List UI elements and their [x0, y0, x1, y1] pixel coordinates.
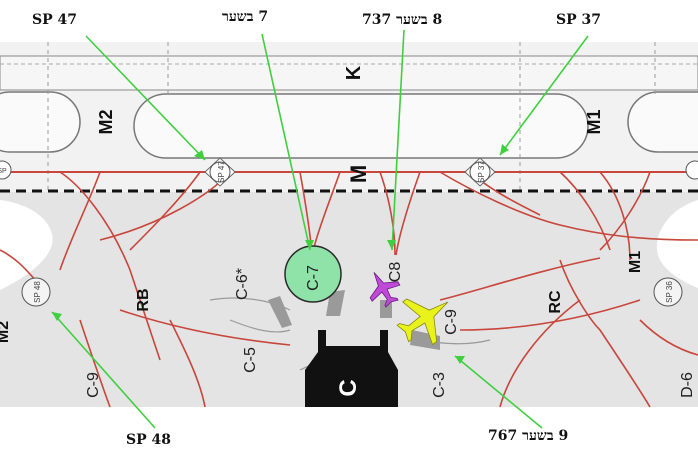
spot-marker-right: SP 36 [653, 277, 683, 307]
stand-label-d6: D-6 [679, 372, 696, 398]
terminal-c [305, 330, 398, 407]
taxiway-label-rb: RB [135, 288, 152, 311]
apron-cutout-right [656, 200, 698, 288]
callout-sp47: SP 47 [32, 12, 77, 28]
taxi-lines [0, 171, 698, 408]
spot-marker-sp48: SP 48 [21, 277, 51, 307]
svg-text:SP 48: SP 48 [33, 281, 42, 303]
taxiway-label-m: M [346, 165, 371, 183]
spot-marker-sp37: SP 37 [464, 157, 496, 187]
stand-label-c9: C-9 [443, 309, 460, 335]
plane-767-icon [396, 298, 449, 346]
svg-text:SP 47: SP 47 [217, 161, 226, 183]
stand-label-c5: C-5 [242, 347, 259, 373]
callout-gate7: 7 בשער [222, 9, 269, 25]
stand-label-c7: C-7 [305, 265, 322, 291]
stand-label-c9-edge: C-9 [85, 372, 102, 398]
island-m1 [627, 91, 698, 153]
callout-sp37: SP 37 [556, 12, 601, 28]
taxiway-label-m2-edge: M2 [0, 321, 12, 343]
callout-gate8: 8 בשער 737 [362, 12, 443, 28]
spot-marker-left-edge: SP [0, 160, 12, 180]
gate-7-highlight [284, 245, 342, 303]
apron-area [0, 192, 698, 407]
svg-text:SP 36: SP 36 [665, 281, 674, 303]
taxiway-label-m1: M1 [584, 109, 604, 134]
taxiway-k-band [0, 55, 698, 91]
taxiway-label-k: K [343, 65, 365, 80]
stand-label-c8: C8 [387, 262, 404, 283]
island-m [133, 93, 589, 159]
callout-arrowheads [52, 144, 509, 364]
callout-sp48: SP 48 [126, 432, 171, 448]
svg-text:SP: SP [0, 168, 7, 175]
stand-label-c3: C-3 [431, 372, 448, 398]
taxiway-label-m1-lower: M1 [627, 251, 644, 273]
island-m2 [0, 91, 81, 153]
terminal-c-label: C [335, 379, 362, 396]
callout-leaders [51, 29, 589, 429]
spot-marker-right-edge [685, 160, 698, 180]
taxiway-label-m2: M2 [96, 109, 116, 134]
plane-737-icon [369, 272, 401, 308]
stand-shadow [380, 300, 392, 318]
taxiway-label-rc: RC [547, 290, 564, 314]
svg-text:SP 37: SP 37 [477, 161, 486, 183]
spot-marker-sp47: SP 47 [204, 157, 236, 187]
stand-label-c6: C-6* [234, 268, 251, 300]
callout-gate9: 9 בשער 767 [488, 428, 569, 444]
apron-cutout-left [0, 200, 53, 290]
stand-shadow [268, 296, 292, 328]
